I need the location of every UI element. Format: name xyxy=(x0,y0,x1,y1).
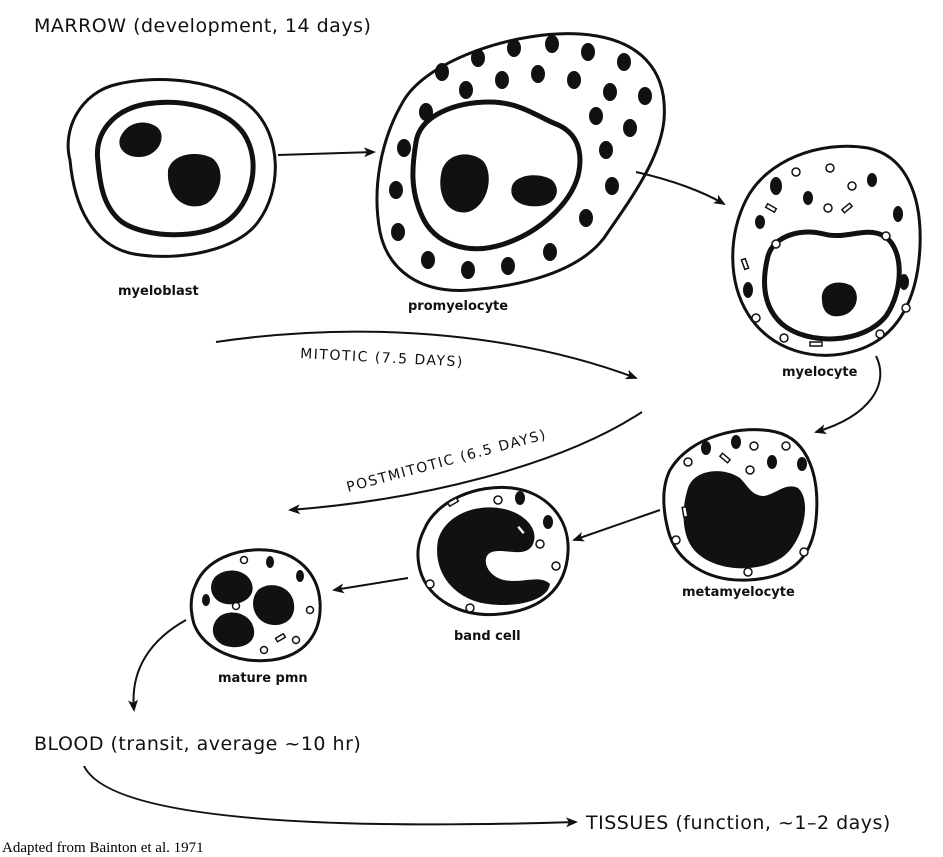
myelocyte-label: myelocyte xyxy=(782,365,858,380)
myelocyte-cell xyxy=(733,146,920,355)
metamyelocyte-cell xyxy=(664,430,817,581)
marrow-heading: MARROW (development, 14 days) xyxy=(34,15,371,37)
blood-label: BLOOD (transit, average ~10 hr) xyxy=(34,733,361,755)
arrow-mature-pmn-to-blood xyxy=(133,620,186,710)
postmitotic-phase-label: POSTMITOTIC (6.5 DAYS) xyxy=(345,427,549,496)
arrow-metamyelocyte-to-band-cell xyxy=(574,510,660,540)
tissues-label: TISSUES (function, ~1–2 days) xyxy=(585,812,891,834)
arrow-blood-to-tissues xyxy=(84,766,576,824)
metamyelocyte-label: metamyelocyte xyxy=(682,585,795,600)
promyelocyte-label: promyelocyte xyxy=(408,299,508,314)
mature-pmn-label: mature pmn xyxy=(218,671,308,686)
myeloblast-label: myeloblast xyxy=(118,284,199,299)
arrow-band-cell-to-mature-pmn xyxy=(334,578,408,590)
promyelocyte-cell xyxy=(377,34,664,291)
mitotic-phase-label: MITOTIC (7.5 DAYS) xyxy=(300,346,464,371)
band-cell-label: band cell xyxy=(454,629,521,644)
source-caption: Adapted from Bainton et al. 1971 xyxy=(2,840,204,856)
band-cell xyxy=(418,487,568,614)
mature-pmn-cell xyxy=(191,550,320,661)
arrow-myeloblast-to-promyelocyte xyxy=(278,152,374,155)
myeloblast-cell xyxy=(68,79,275,256)
arrow-promyelocyte-to-myelocyte xyxy=(636,172,724,204)
